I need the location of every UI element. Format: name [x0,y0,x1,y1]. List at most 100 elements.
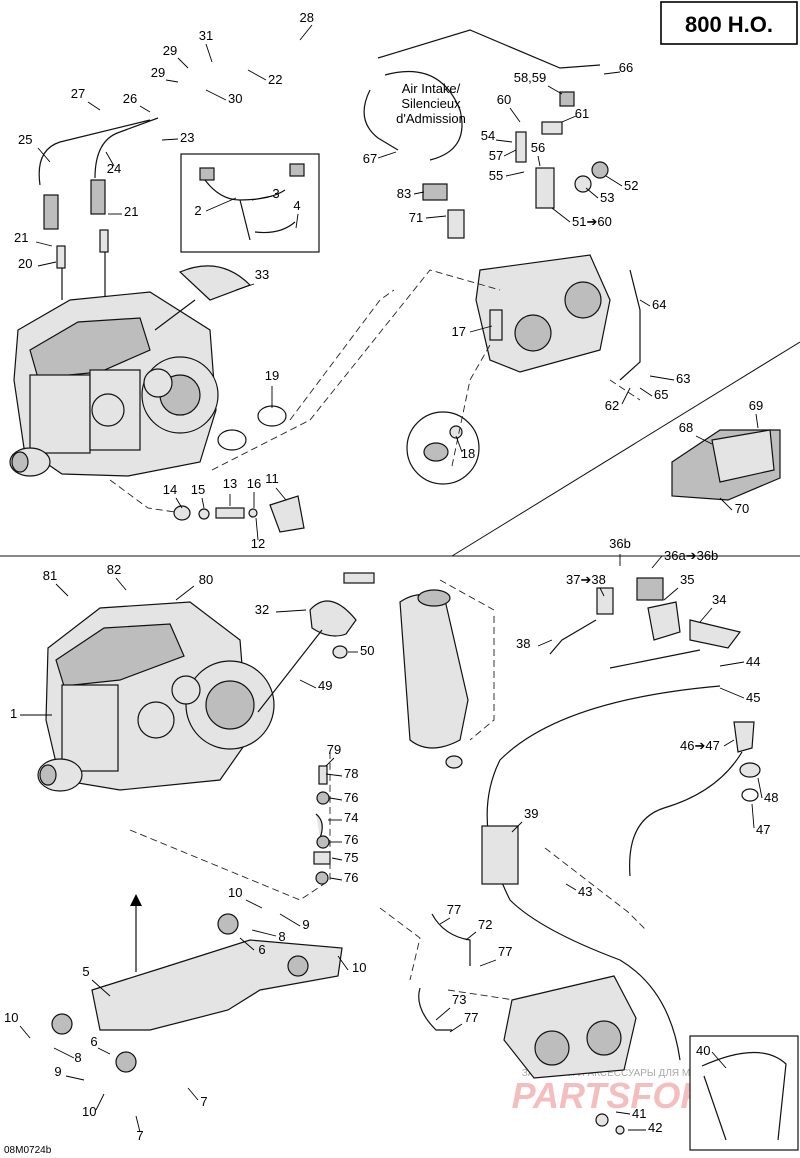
callout-leader [495,139,513,143]
callout-label: 51➔60 [572,214,612,229]
callout-leader [165,79,179,83]
callout-leader [331,857,343,861]
callout-label: 38 [516,636,530,651]
callout-leader [295,213,299,229]
callout-label: 81 [43,568,57,583]
callout-leader [299,679,317,689]
callout-leader [115,577,127,591]
callout-leader [639,387,653,397]
intake-hoses [418,913,471,1031]
callout-label: 9 [54,1064,61,1079]
callout-label: 69 [749,398,763,413]
callout-leader [603,71,621,75]
callout-leader [279,913,301,927]
ignition-harness-inset [180,153,320,253]
callout-leader [37,147,51,163]
callout-leader [105,151,115,167]
callout-label: 29 [163,43,177,58]
callout-label: 16 [247,476,261,491]
callout-label: 68 [679,420,693,435]
callout-label: 10 [82,1104,96,1119]
callout-leader [537,639,553,647]
callout-leader [455,435,463,453]
callout-leader [649,375,675,381]
callout-label: 70 [735,501,749,516]
oil-reservoir-cap [257,600,357,713]
callout-label: 64 [652,297,666,312]
callout-leader [719,497,733,511]
callout-leader [37,261,57,267]
callout-leader [325,757,335,767]
carburetor-bottom [503,975,637,1079]
callout-leader [757,777,763,799]
callout-leader [711,1051,727,1069]
sensor-parts [549,577,742,669]
callout-label: 42 [648,1120,662,1135]
callout-label: 34 [712,592,726,607]
callout-label: 57 [489,148,503,163]
diagram-title: 800 H.O. [685,12,773,37]
callout-label: 29 [151,65,165,80]
callout-label: 25 [18,132,32,147]
callout-leader [205,197,237,212]
callout-label: 72 [478,917,492,932]
callout-label: 67 [363,151,377,166]
callout-leader [663,587,679,601]
callout-label: 27 [71,86,85,101]
callout-label: 24 [107,161,121,176]
callout-leader [251,929,277,937]
callout-leader [465,931,477,941]
callout-label: 65 [654,387,668,402]
callout-label: 61 [575,106,589,121]
callout-leader [175,585,195,601]
callout-leader [599,587,605,597]
callout-leader [275,609,307,613]
callout-leader [255,517,259,541]
spark-plug-wires [43,179,109,269]
callout-label: 76 [344,790,358,805]
callout-leader [469,325,493,333]
callout-label: 15 [191,482,205,497]
air-intake-line-1: Air Intake/ [402,81,461,96]
callout-label: 52 [624,178,638,193]
cable-inset [689,1035,799,1151]
callout-leader [699,607,713,623]
callout-label: 7 [200,1094,207,1109]
callout-label: 73 [452,992,466,1007]
callout-leader [65,1075,85,1081]
callout-leader [755,413,759,429]
callout-leader [751,803,755,829]
throttle-lever [629,721,761,877]
callout-leader [505,171,525,177]
callout-leader [511,821,523,833]
callout-label: 18 [461,446,475,461]
air-intake-line-2: Silencieux [401,96,461,111]
callout-leader [245,899,263,909]
callout-leader [205,89,227,101]
callout-leader [439,917,451,925]
callout-label: 63 [676,371,690,386]
callout-label: 4 [293,198,300,213]
callout-label: 76 [344,832,358,847]
callout-leader [723,739,735,747]
callout-leader [251,195,273,201]
callout-label: 11 [265,471,279,486]
callout-leader [551,207,571,223]
callout-leader [615,1111,631,1115]
callout-label: 46➔47 [680,738,720,753]
ecm-module [671,429,781,501]
callout-label: 55 [489,168,503,183]
callout-leader [377,151,397,159]
callout-label: 8 [278,929,285,944]
callout-leader [425,215,447,219]
callout-label: 36b [609,536,631,551]
callout-label: 66 [619,60,633,75]
callout-label: 6 [258,942,265,957]
watermark-caption: ЗАПЧАСТИ И АКСЕССУАРЫ ДЛЯ МОТОТЕХНИКИ [522,1068,759,1079]
callout-leader [95,1093,105,1111]
exhaust-seal-part [178,265,252,301]
callout-leader [19,1025,31,1039]
callout-label: 78 [344,766,358,781]
callout-leader [299,24,313,41]
